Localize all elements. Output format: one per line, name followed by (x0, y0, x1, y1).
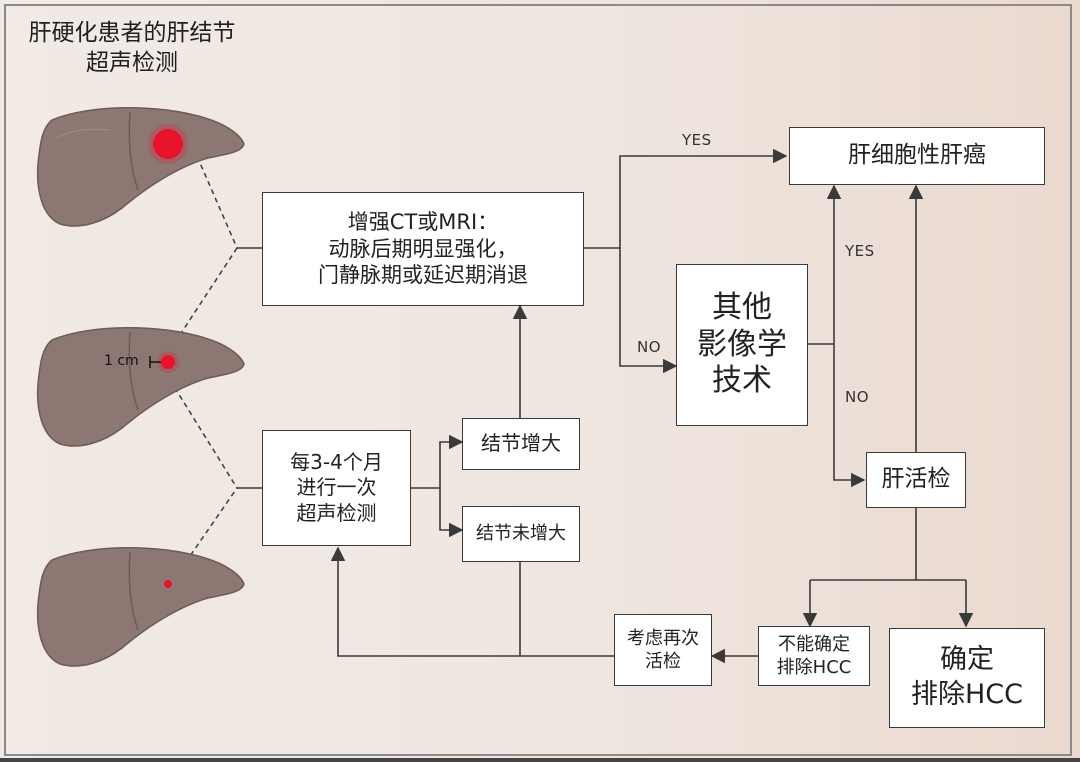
liver-small-nodule-icon (36, 547, 245, 667)
cannot-exclude-hcc-box: 不能确定 排除HCC (758, 626, 870, 686)
nodule-not-enlarged-box: 结节未增大 (462, 506, 580, 562)
hcc-result-box: 肝细胞性肝癌 (789, 127, 1045, 185)
bottom-divider (0, 758, 1080, 762)
reconsider-biopsy-box: 考虑再次 活检 (614, 614, 712, 686)
edge-label-no-left: NO (637, 338, 662, 356)
edge-label-yes-right: YES (845, 242, 875, 260)
liver-medium-nodule-icon (36, 327, 245, 447)
edge-label-no-right: NO (845, 388, 870, 406)
edge-label-yes-top: YES (682, 131, 712, 149)
liver-large-nodule-icon (36, 107, 245, 227)
diagram-title: 肝硬化患者的肝结节 超声检测 (28, 20, 236, 77)
ct-mri-box: 增强CT或MRI： 动脉后期明显强化， 门静脉期或延迟期消退 (262, 192, 584, 306)
nodule-enlarged-box: 结节增大 (462, 418, 580, 470)
other-imaging-box: 其他 影像学 技术 (676, 264, 808, 426)
biopsy-box: 肝活检 (866, 452, 966, 508)
diagram-frame (4, 4, 1072, 756)
exclude-hcc-box: 确定 排除HCC (889, 628, 1045, 728)
ultrasound-followup-box: 每3-4个月 进行一次 超声检测 (262, 430, 411, 546)
nodule-size-label: 1 cm (104, 353, 139, 369)
